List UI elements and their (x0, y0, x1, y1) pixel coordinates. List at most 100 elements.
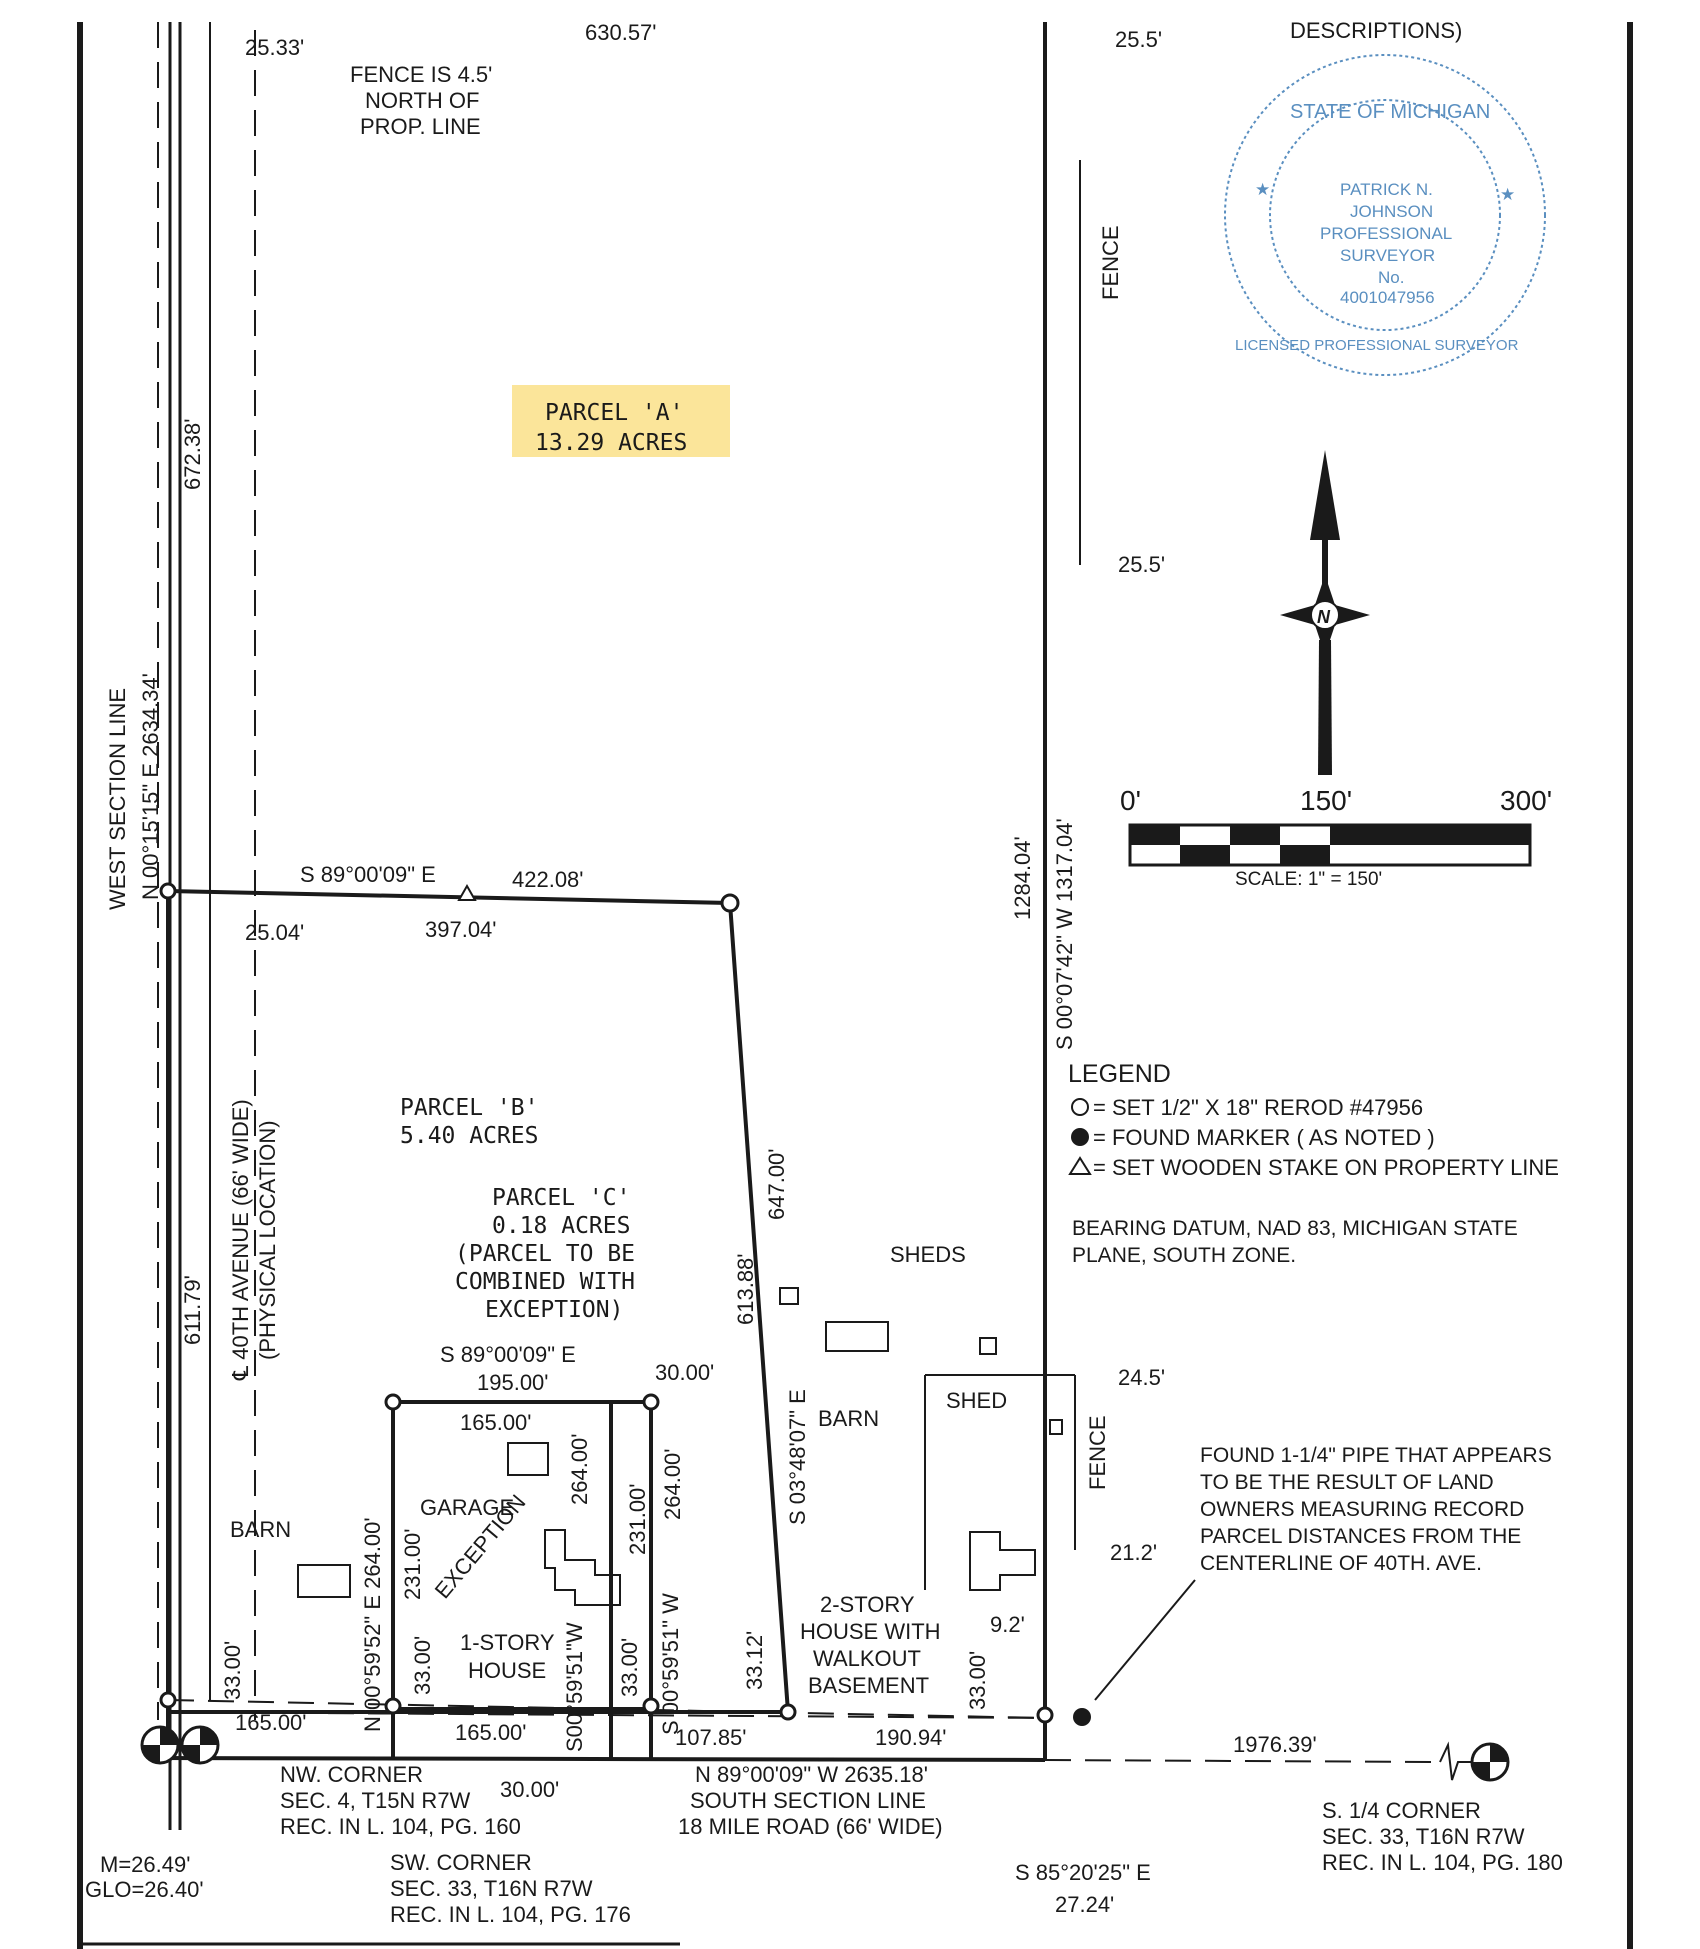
set-rerod-marker (159, 1691, 177, 1709)
pipe-note: FOUND 1-1/4" PIPE THAT APPEARS TO BE THE… (1094, 1444, 1552, 1701)
s14-corner-3: REC. IN L. 104, PG. 180 (1322, 1850, 1563, 1875)
north-arrow-center (1310, 600, 1340, 630)
parcel-c-area: 0.18 ACRES (492, 1213, 630, 1239)
s-corner-dist: 27.24' (1055, 1892, 1114, 1917)
exception-north-dist: 195.00' (477, 1370, 549, 1395)
set-rerod-marker (642, 1697, 660, 1715)
set-rerod-marker (1036, 1706, 1054, 1724)
parcel-c-name: PARCEL 'C' (492, 1185, 630, 1211)
shed-3-outline (1049, 1419, 1063, 1435)
exception-south-30: 30.00' (500, 1777, 559, 1802)
s14-corner-fill (1472, 1744, 1508, 1780)
corner-m: M=26.49' (100, 1852, 190, 1877)
pipe-note-3: OWNERS MEASURING RECORD (1200, 1498, 1524, 1521)
two-story-label-4: BASEMENT (808, 1673, 929, 1698)
two-story-label-2: HOUSE WITH (800, 1619, 941, 1644)
nw-section-corner-symbol (140, 1725, 180, 1765)
pipe-note-5: CENTERLINE OF 40TH. AVE. (1200, 1552, 1482, 1575)
south-quarter-dashed (1044, 1759, 1441, 1763)
road-label-1: ℄ 40TH AVENUE (66' WIDE) (228, 1099, 253, 1381)
seal-line-5: No. (1378, 268, 1404, 287)
exception-boundary (391, 1400, 653, 1711)
house-label-2: HOUSE (468, 1658, 546, 1683)
south-dim-1976: 1976.39' (1233, 1732, 1317, 1757)
two-story-house-outline (969, 1531, 1036, 1591)
seal-line-1: PATRICK N. (1340, 180, 1433, 199)
west-offset-top: 25.33' (245, 35, 304, 60)
east-barn-label: BARN (818, 1406, 879, 1431)
seal-line-2: JOHNSON (1350, 202, 1433, 221)
two-story-label-1: 2-STORY (820, 1592, 915, 1617)
pipe-note-4: PARCEL DISTANCES FROM THE (1200, 1525, 1521, 1548)
exception-mid-264: 264.00' (567, 1434, 592, 1506)
legend-item-2: = FOUND MARKER ( AS NOTED ) (1093, 1125, 1435, 1150)
exception-mid-33: 33.00' (617, 1638, 642, 1697)
sw-corner-2: SEC. 33, T16N R7W (390, 1876, 593, 1901)
north-arrow-label: N (1317, 607, 1331, 627)
seal-outer-ring (1224, 54, 1546, 376)
pipe-note-2: TO BE THE RESULT OF LAND (1200, 1471, 1494, 1494)
seal-star-left: ★ (1255, 180, 1270, 199)
road-south-dashed (167, 1711, 1046, 1719)
shed-label: SHED (946, 1388, 1007, 1413)
scale-label: SCALE: 1" = 150' (1235, 869, 1382, 890)
east-barn-outline (825, 1321, 889, 1352)
found-pipe-marker (1073, 1708, 1091, 1726)
nw-corner-fill (142, 1727, 178, 1763)
garage-label: GARAGE (420, 1495, 514, 1520)
top-dimension: 630.57' (585, 20, 657, 45)
parcel-c-note-3: EXCEPTION) (485, 1297, 623, 1323)
section-line-bearing: N 00°15'15" E 2634.34' (138, 673, 163, 900)
scale-seg-5-top (1330, 825, 1530, 845)
exception-east-264: 264.00' (660, 1449, 685, 1521)
south-dim-190: 190.94' (875, 1725, 947, 1750)
south-line-label-1: SOUTH SECTION LINE (690, 1788, 926, 1813)
parcel-a-name: PARCEL 'A' (545, 400, 683, 426)
set-rerod-marker (384, 1697, 402, 1715)
parcel-b-north-bearing: S 89°00'09" E (300, 862, 436, 887)
s14-section-corner-symbol (1439, 1741, 1510, 1782)
parcel-b-north-dist: 422.08' (512, 867, 584, 892)
dim-33-12: 33.12' (742, 1631, 767, 1690)
east-top-offset: 25.5' (1115, 27, 1162, 52)
east-fence-lower-label: FENCE (1085, 1415, 1110, 1490)
exception-east-bearing: S 00°59'51" W (658, 1593, 683, 1735)
parcel-b-stake-dist: 397.04' (425, 917, 497, 942)
nw-corner-1: NW. CORNER (280, 1762, 423, 1787)
exception-mid-bearing: S00°59'51"W (562, 1622, 587, 1752)
exception-north-bearing: S 89°00'09" E (440, 1342, 576, 1367)
parcel-b-name: PARCEL 'B' (400, 1095, 538, 1121)
s14-break-symbol (1439, 1741, 1472, 1781)
sw-corner-3: REC. IN L. 104, PG. 176 (390, 1902, 631, 1927)
set-rerod-marker (779, 1703, 797, 1721)
s14-corner-2: SEC. 33, T16N R7W (1322, 1824, 1525, 1849)
exception-south-165: 165.00' (455, 1720, 527, 1745)
east-fence-label: FENCE (1098, 225, 1123, 300)
legend-datum-1: BEARING DATUM, NAD 83, MICHIGAN STATE (1072, 1217, 1518, 1240)
parcel-b-boundary (167, 889, 791, 1714)
east-mid-offset: 25.5' (1118, 552, 1165, 577)
shed-1-outline (779, 1287, 799, 1305)
corner-glo: GLO=26.40' (85, 1877, 204, 1902)
exception-west-bearing: N 00°59'52" E 264.00' (360, 1517, 385, 1732)
house-label-1: 1-STORY (460, 1630, 555, 1655)
seal-line-3: PROFESSIONAL (1320, 224, 1452, 243)
parcel-b-east-dist-2: 613.88' (733, 1254, 758, 1326)
north-arrow-tail (1318, 640, 1332, 775)
legend-item-1: = SET 1/2" X 18" REROD #47956 (1093, 1095, 1423, 1120)
parcel-b-area: 5.40 ACRES (400, 1123, 538, 1149)
east-dim-1284: 1284.04' (1010, 836, 1035, 920)
dim-33-west: 33.00' (220, 1641, 245, 1700)
scale-seg-1-top (1130, 825, 1180, 845)
east-bearing: S 00°07'42" W 1317.04' (1052, 818, 1077, 1050)
seal-line-4: SURVEYOR (1340, 246, 1435, 265)
surveyor-seal: STATE OF MICHIGAN LICENSED PROFESSIONAL … (1224, 54, 1546, 376)
legend-title: LEGEND (1068, 1060, 1171, 1088)
seal-line-6: 4001047956 (1340, 288, 1435, 307)
north-arrow: N (1280, 450, 1370, 775)
parcel-a-highlight (512, 385, 730, 457)
garage-outline (507, 1442, 549, 1476)
parcel-b-east-bearing: S 03°48'07" E (785, 1389, 810, 1525)
south-dim-165-west: 165.00' (235, 1710, 307, 1735)
legend-symbol-rerod (1071, 1098, 1089, 1116)
